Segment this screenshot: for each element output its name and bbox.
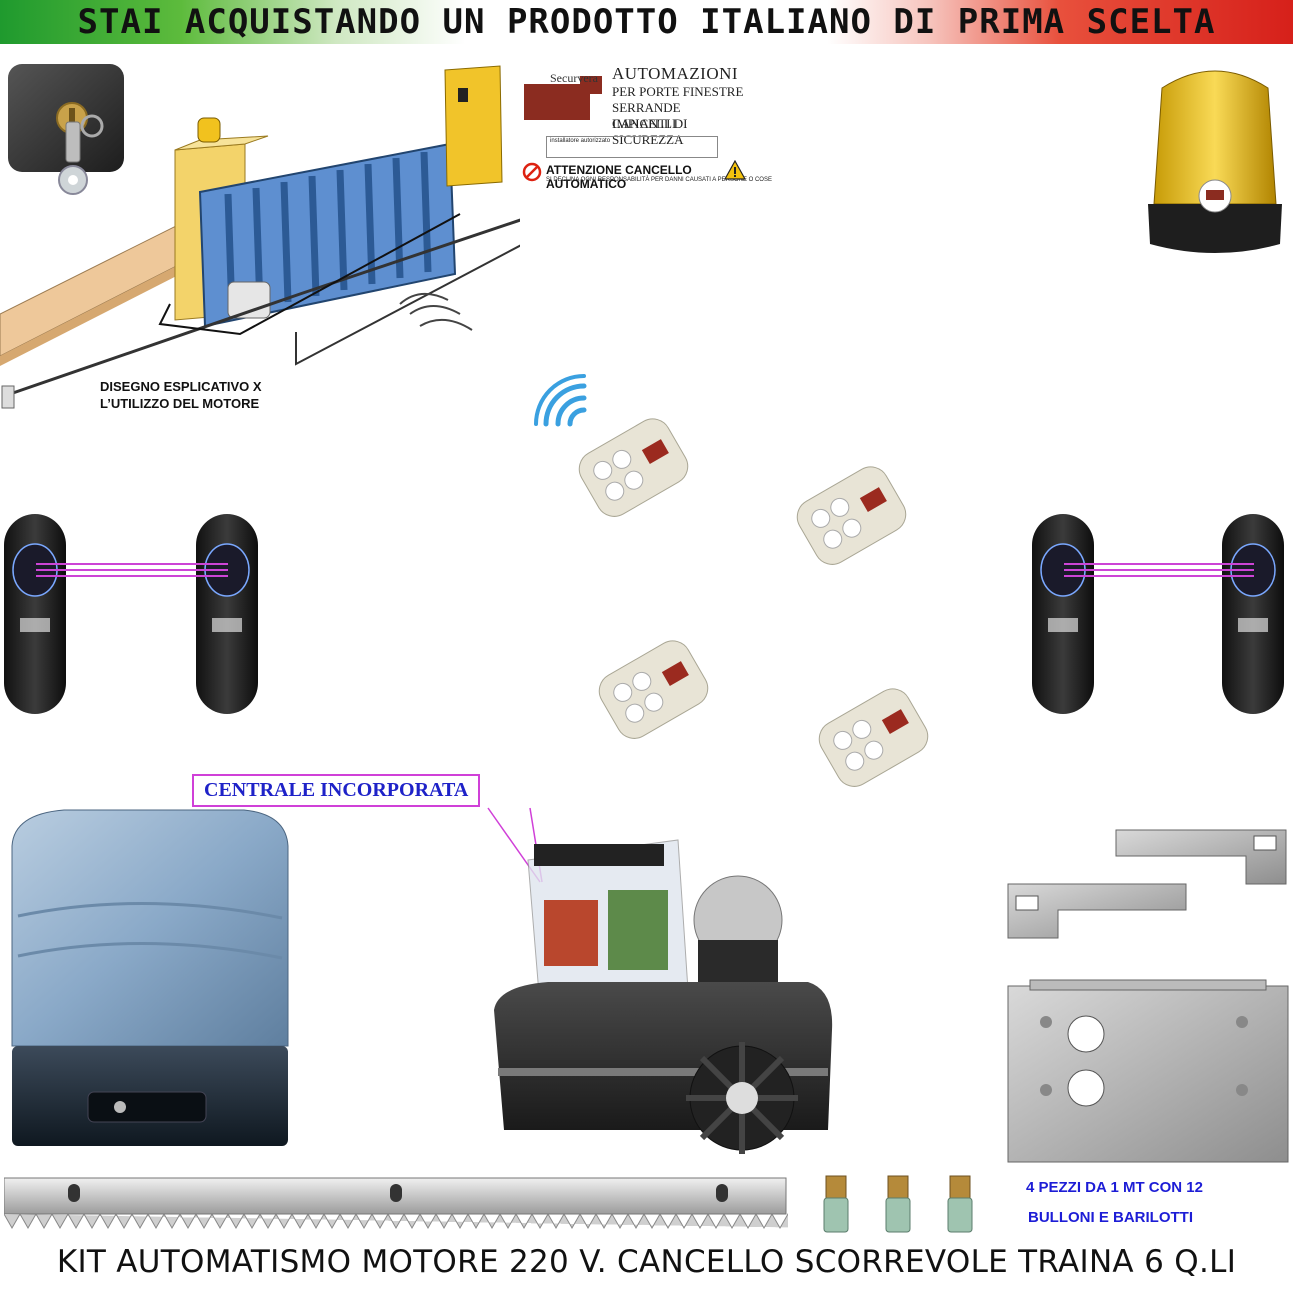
no-entry-icon: [522, 162, 542, 182]
key-switch-image: [8, 64, 124, 195]
remote-control-3-image: [598, 640, 709, 739]
motor-cover-image: [11, 809, 289, 1146]
header-banner-text: STAI ACQUISTANDO UN PRODOTTO ITALIANO DI…: [77, 2, 1216, 42]
sign-title: AUTOMAZIONI: [612, 64, 739, 83]
installer-box: installatore autorizzato: [546, 136, 718, 158]
centrale-label: CENTRALE INCORPORATA: [192, 774, 481, 807]
sign-warning: ATTENZIONE CANCELLO AUTOMATICO: [546, 163, 692, 191]
sign-line-3: IMPIANTI DI SICUREZZA: [612, 116, 688, 147]
gear-rack-image: [4, 1177, 788, 1230]
installer-label: installatore autorizzato: [550, 138, 611, 144]
photocell-pair-right-image: [1032, 514, 1284, 714]
sign-warning-sub: SI DECLINA OGNI RESPONSABILITÀ PER DANNI…: [546, 177, 772, 183]
brand-dog-logo-icon: Securvera: [524, 71, 602, 120]
warning-sign: Securvera AUTOMAZIONI PER PORTE FINESTRE…: [520, 62, 772, 191]
rack-bolts-image: [823, 1175, 973, 1233]
limit-switch-brackets-image: [1007, 829, 1287, 939]
diagram-caption-1: DISEGNO ESPLICATIVO X: [100, 379, 262, 394]
rack-note-line-2: BULLONI E BARILOTTI: [1028, 1209, 1193, 1226]
header-banner: [0, 0, 1293, 44]
mounting-plate-image: [1007, 979, 1289, 1163]
warning-triangle-icon: [724, 160, 746, 180]
flashing-light-image: [1148, 70, 1282, 253]
remote-control-2-image: [796, 466, 907, 565]
svg-text:Securvera: Securvera: [550, 71, 599, 85]
sign-line-1: PER PORTE FINESTRE: [612, 84, 744, 99]
rack-note-line-1: 4 PEZZI DA 1 MT CON 12: [1026, 1179, 1203, 1196]
remote-control-4-image: [818, 688, 929, 787]
wireless-signal-icon: [534, 374, 587, 427]
gate-installation-diagram: [0, 65, 520, 409]
diagram-caption-2: L’UTILIZZO DEL MOTORE: [100, 396, 260, 411]
photocell-pair-left-image: [4, 514, 258, 714]
sign-line-2: SERRANDE CANCELLI: [612, 100, 681, 131]
footer-title: KIT AUTOMATISMO MOTORE 220 V. CANCELLO S…: [56, 1244, 1237, 1280]
remote-control-1-image: [578, 418, 689, 517]
motor-unit-image: [494, 839, 833, 1154]
